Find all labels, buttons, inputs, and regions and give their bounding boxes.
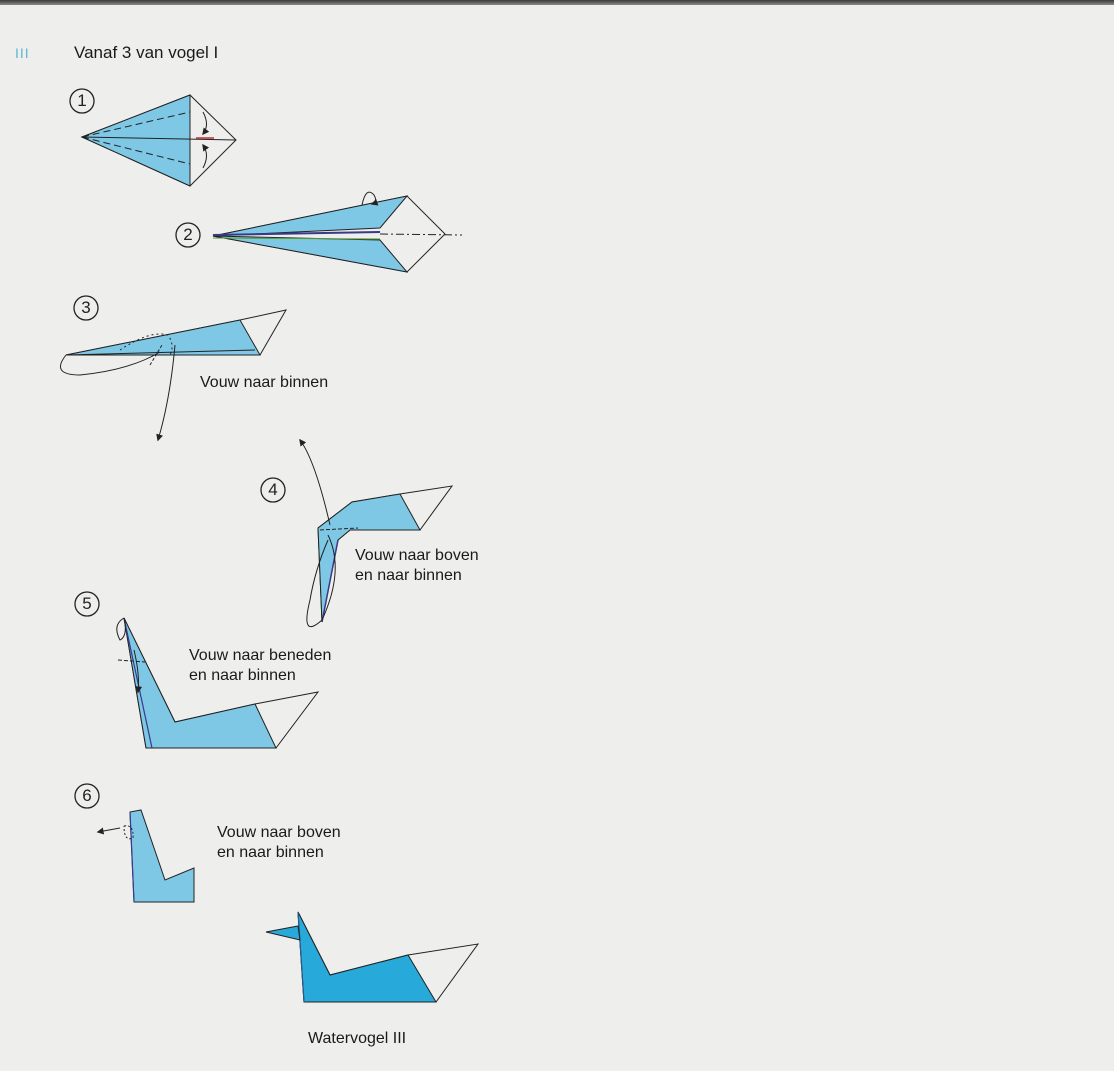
step-number-5: 5 xyxy=(82,594,92,613)
step-number-1: 1 xyxy=(77,91,87,110)
step-3-caption-line-1: Vouw naar binnen xyxy=(200,374,329,391)
step-6-figure xyxy=(96,809,195,903)
step-number-4: 4 xyxy=(268,480,278,499)
step-6-caption: Vouw naar boven en naar binnen xyxy=(217,823,341,863)
result-figure xyxy=(265,911,480,1003)
page-heading: Vanaf 3 van vogel I xyxy=(74,43,219,62)
step-5-caption: Vouw naar beneden en naar binnen xyxy=(189,646,331,686)
step-4-caption-line-2: en naar binnen xyxy=(355,567,462,584)
step-5-caption-line-2: en naar binnen xyxy=(189,667,296,684)
step-number-3: 3 xyxy=(81,298,91,317)
step-4-caption: Vouw naar boven en naar binnen xyxy=(355,546,479,586)
step-3-figure xyxy=(59,309,287,442)
step-circle-3 xyxy=(73,295,99,321)
step-1-figure xyxy=(80,94,237,187)
step-4-caption-line-1: Vouw naar boven xyxy=(355,547,479,564)
result-caption: Watervogel III xyxy=(308,1030,407,1047)
step-2-figure xyxy=(212,191,463,273)
step-circle-4 xyxy=(260,477,286,503)
step-number-6: 6 xyxy=(82,786,92,805)
step-number-2: 2 xyxy=(183,225,193,244)
step-circle-5 xyxy=(74,591,100,617)
step-circle-2 xyxy=(175,222,201,248)
step-4-figure xyxy=(299,438,454,628)
page-top-edge xyxy=(0,0,1114,5)
step-circle-1 xyxy=(69,88,95,114)
step-5-caption-line-1: Vouw naar beneden xyxy=(189,647,332,664)
step-circle-6 xyxy=(74,783,100,809)
page-marker: III xyxy=(15,45,30,61)
step-6-caption-line-2: en naar binnen xyxy=(217,844,324,861)
step-5-figure xyxy=(116,617,320,749)
step-6-caption-line-1: Vouw naar boven xyxy=(217,824,341,841)
step-3-caption: Vouw naar binnen xyxy=(200,373,328,393)
